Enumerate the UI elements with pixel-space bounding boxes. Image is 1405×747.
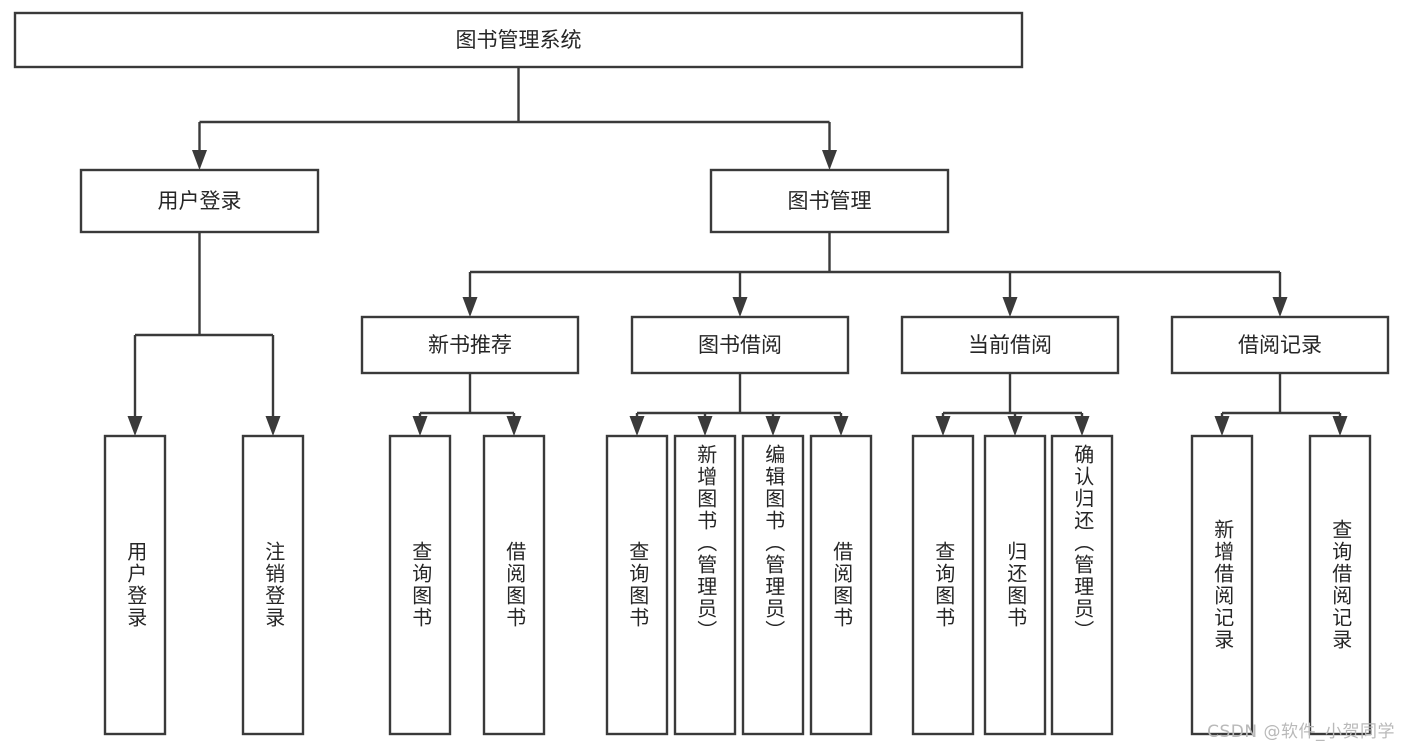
node-rect (1170, 315, 1390, 375)
node-用户登录[interactable]: 用户登录 (79, 168, 320, 234)
node-图书借阅[interactable]: 图书借阅 (630, 315, 850, 375)
arrow-head-icon (822, 150, 837, 170)
watermark: CSDN @软件_小贺同学 (1207, 722, 1395, 742)
connector-management-to-level3 (462, 232, 1288, 317)
arrow-head-icon (1214, 416, 1230, 436)
leaf-node-4[interactable] (605, 434, 669, 736)
node-rect (673, 434, 737, 736)
arrow-head-icon (1002, 297, 1018, 317)
node-rect (13, 11, 1024, 69)
connector-新书推荐-to-leaves (412, 373, 522, 436)
leaf-node-5[interactable] (673, 434, 737, 736)
node-rect (630, 315, 850, 375)
node-rect (360, 315, 580, 375)
connector-用户登录-to-leaves (127, 232, 281, 436)
node-图书管理[interactable]: 图书管理 (709, 168, 950, 234)
arrow-head-icon (765, 416, 781, 436)
arrow-head-icon (1332, 416, 1348, 436)
connector-图书借阅-to-leaves (629, 373, 849, 436)
node-rect (709, 168, 950, 234)
leaf-node-2[interactable] (388, 434, 452, 736)
node-rect (1190, 434, 1254, 736)
node-label: 新书推荐 (428, 333, 512, 357)
arrow-head-icon (462, 297, 478, 317)
arrow-head-icon (1074, 416, 1090, 436)
node-label: 图书管理系统 (456, 28, 582, 52)
arrow-head-icon (1007, 416, 1023, 436)
arrow-head-icon (1272, 297, 1288, 317)
arrow-head-icon (192, 150, 207, 170)
leaf-node-3[interactable] (482, 434, 546, 736)
node-新书推荐[interactable]: 新书推荐 (360, 315, 580, 375)
node-rect (388, 434, 452, 736)
node-label: 当前借阅 (968, 333, 1052, 357)
leaf-node-6[interactable] (741, 434, 805, 736)
arrow-head-icon (506, 416, 522, 436)
leaf-node-11[interactable] (1190, 434, 1254, 736)
node-图书管理系统[interactable]: 图书管理系统 (13, 11, 1024, 69)
node-当前借阅[interactable]: 当前借阅 (900, 315, 1120, 375)
leaf-node-12[interactable] (1308, 434, 1372, 736)
node-rect (79, 168, 320, 234)
node-rect (900, 315, 1120, 375)
node-rect (809, 434, 873, 736)
node-借阅记录[interactable]: 借阅记录 (1170, 315, 1390, 375)
arrow-head-icon (629, 416, 645, 436)
node-rect (103, 434, 167, 736)
arrow-head-icon (265, 416, 281, 436)
node-rect (911, 434, 975, 736)
node-rect (241, 434, 305, 736)
arrow-head-icon (935, 416, 951, 436)
node-rect (983, 434, 1047, 736)
node-rect (1308, 434, 1372, 736)
node-rect (741, 434, 805, 736)
leaf-node-8[interactable] (911, 434, 975, 736)
node-label: 借阅记录 (1238, 333, 1322, 357)
node-label: 图书管理 (788, 189, 872, 213)
node-rect (605, 434, 669, 736)
arrow-head-icon (697, 416, 713, 436)
arrow-head-icon (412, 416, 428, 436)
node-label: 用户登录 (158, 189, 242, 213)
leaf-node-7[interactable] (809, 434, 873, 736)
arrow-head-icon (732, 297, 748, 317)
leaf-node-1[interactable] (241, 434, 305, 736)
node-rect (482, 434, 546, 736)
arrow-head-icon (127, 416, 143, 436)
leaf-node-10[interactable] (1050, 434, 1114, 736)
arrow-head-icon (833, 416, 849, 436)
connector-当前借阅-to-leaves (935, 373, 1090, 436)
connector-借阅记录-to-leaves (1214, 373, 1348, 436)
leaf-node-9[interactable] (983, 434, 1047, 736)
connectors-layer (127, 67, 1348, 436)
node-label: 图书借阅 (698, 333, 782, 357)
connector-root-to-level2 (192, 67, 837, 170)
node-rect (1050, 434, 1114, 736)
leaf-node-0[interactable] (103, 434, 167, 736)
